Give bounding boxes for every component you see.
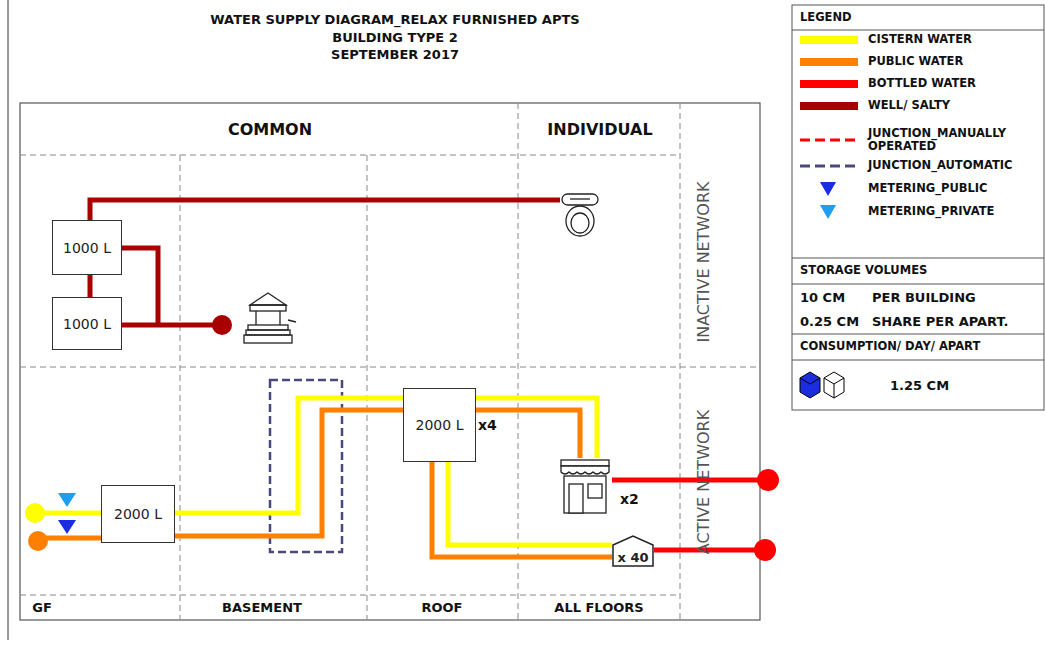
legend-text: JUNCTION_MANUALLY OPERATED [868,127,1040,153]
legend-text: PUBLIC WATER [868,55,1040,68]
well-pump-icon [244,293,296,343]
legend-rule [792,360,1044,361]
well-pipe [90,200,560,220]
apartment-icon: x 40 [612,535,654,567]
shop-outline [558,458,612,515]
legend-swatch [800,80,858,88]
well-pipe [122,248,158,325]
water-pipe [175,410,403,536]
legend-rule [792,284,1044,285]
legend-text: METERING_PUBLIC [868,182,1040,195]
apartment-count: x 40 [617,550,648,567]
legend-text: WELL/ SALTY [868,99,1040,112]
grid-frame [20,103,760,620]
grid-line [680,103,681,620]
tank-volume: 2000 L [416,417,464,433]
legend-swatch [800,102,858,110]
water-pipe [175,398,403,513]
storage-value: 10 CM [800,291,845,306]
legend-rule [792,334,1044,335]
storage-tank: 2000 L [101,485,175,543]
bottled-dot [754,539,776,561]
private-meter [58,493,76,507]
manual-junction-sample [800,139,858,142]
network-label: ACTIVE NETWORK [695,410,713,554]
multiplier: x2 [620,491,639,507]
floor-label: BASEMENT [222,601,302,616]
grid-line [180,155,181,620]
legend-heading: LEGEND [800,11,852,24]
water-pipe [448,462,612,545]
consumption-value: 1.25 CM [890,379,949,394]
shop-icon: x2 [558,458,612,515]
legend-rule [792,258,1044,259]
storage-text: PER BUILDING [872,291,976,306]
grid-line [518,103,519,620]
floor-label: GF [32,601,52,616]
bottled-dot [757,469,779,491]
public-meter-sample [820,182,836,196]
well-pipe [122,323,222,328]
legend-rule [792,30,1044,31]
public-meter [58,520,76,534]
storage-text: SHARE PER APART. [872,315,1008,330]
grid-line [367,155,368,620]
legend-swatch [800,36,858,44]
tank-volume: 1000 L [63,240,111,256]
public-source-dot [28,531,48,551]
automatic-junction [270,380,342,552]
legend-panel [792,5,1044,410]
storage-tank: 2000 Lx4 [403,388,476,462]
cube-icon [800,372,844,398]
water-pipe [476,410,580,458]
tap-icon [562,194,598,236]
multiplier: x4 [478,417,497,433]
tank-volume: 2000 L [114,506,162,522]
subtitle: SEPTEMBER 2017 [331,48,459,63]
grid-line [20,595,680,596]
water-pipe [88,275,93,297]
grid-line [20,155,680,156]
diagram-title: WATER SUPPLY DIAGRAM_RELAX FURNISHED APT… [210,13,579,28]
water-pipe [432,462,612,557]
floor-label: ALL FLOORS [554,601,643,616]
legend-text: BOTTLED WATER [868,77,1040,90]
legend-text: METERING_PRIVATE [868,205,1040,218]
legend-heading: STORAGE VOLUMES [800,264,927,277]
legend-text: CISTERN WATER [868,33,1040,46]
tank-volume: 1000 L [63,316,111,332]
floor-label: ROOF [422,601,463,616]
bottled-pipe [612,478,768,483]
storage-tank: 1000 L [52,297,122,350]
subtitle: BUILDING TYPE 2 [332,31,458,46]
column-header: COMMON [228,121,312,139]
storage-value: 0.25 CM [800,315,859,330]
legend-swatch [800,58,858,66]
cistern-source-dot [25,503,45,523]
auto-junction-sample [800,165,858,168]
private-meter-sample [820,205,836,219]
water-pipe [476,398,597,458]
network-label: INACTIVE NETWORK [695,181,713,342]
storage-tank: 1000 L [52,220,122,275]
frame-line [8,0,9,640]
grid-line [20,367,760,368]
column-header: INDIVIDUAL [547,121,652,139]
well-source-dot [212,315,232,335]
legend-text: JUNCTION_AUTOMATIC [868,159,1040,172]
legend-heading: CONSUMPTION/ DAY/ APART [800,340,980,353]
